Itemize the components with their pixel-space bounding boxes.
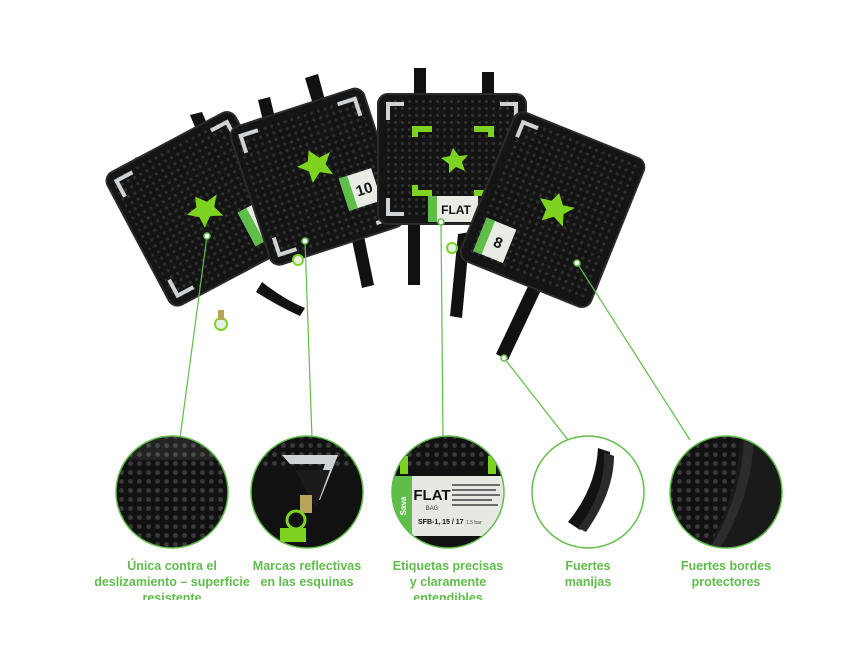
lifting-bag-2: 10 [229,74,405,288]
leader-dots [203,218,581,362]
lifting-bag-4: 8 [459,111,646,360]
zoom-label-name: FLAT [413,487,450,504]
leader-lines [179,221,691,441]
zoom-label-small: 1.5 bar [466,520,482,526]
feature-caption-edges: Fuertes bordes protectores [680,559,772,589]
detail-anti-slip-surface [115,435,229,549]
feature-caption-reflective: Marcas reflectivas en las esquinas [252,559,362,589]
feature-caption-anti-slip: Única contra el deslizamiento – superfic… [94,559,250,600]
detail-strong-handle [531,435,645,549]
detail-product-label: Sava FLAT BAG SFB-1, 15 / 17 1.5 bar [391,435,505,549]
bag3-name: FLAT [441,203,471,217]
detail-reflective-corner [250,435,364,549]
detail-protective-edge [669,435,783,549]
bag2-number: 10 [354,179,375,200]
zoom-label-sub: BAG [426,506,439,512]
feature-caption-labels: Etiquetas precisas y claramente entendib… [392,559,504,600]
zoom-label-brand: Sava [399,496,408,515]
feature-caption-handles: Fuertes manijas [564,559,612,589]
zoom-label-code: SFB-1, 15 / 17 [418,519,464,526]
